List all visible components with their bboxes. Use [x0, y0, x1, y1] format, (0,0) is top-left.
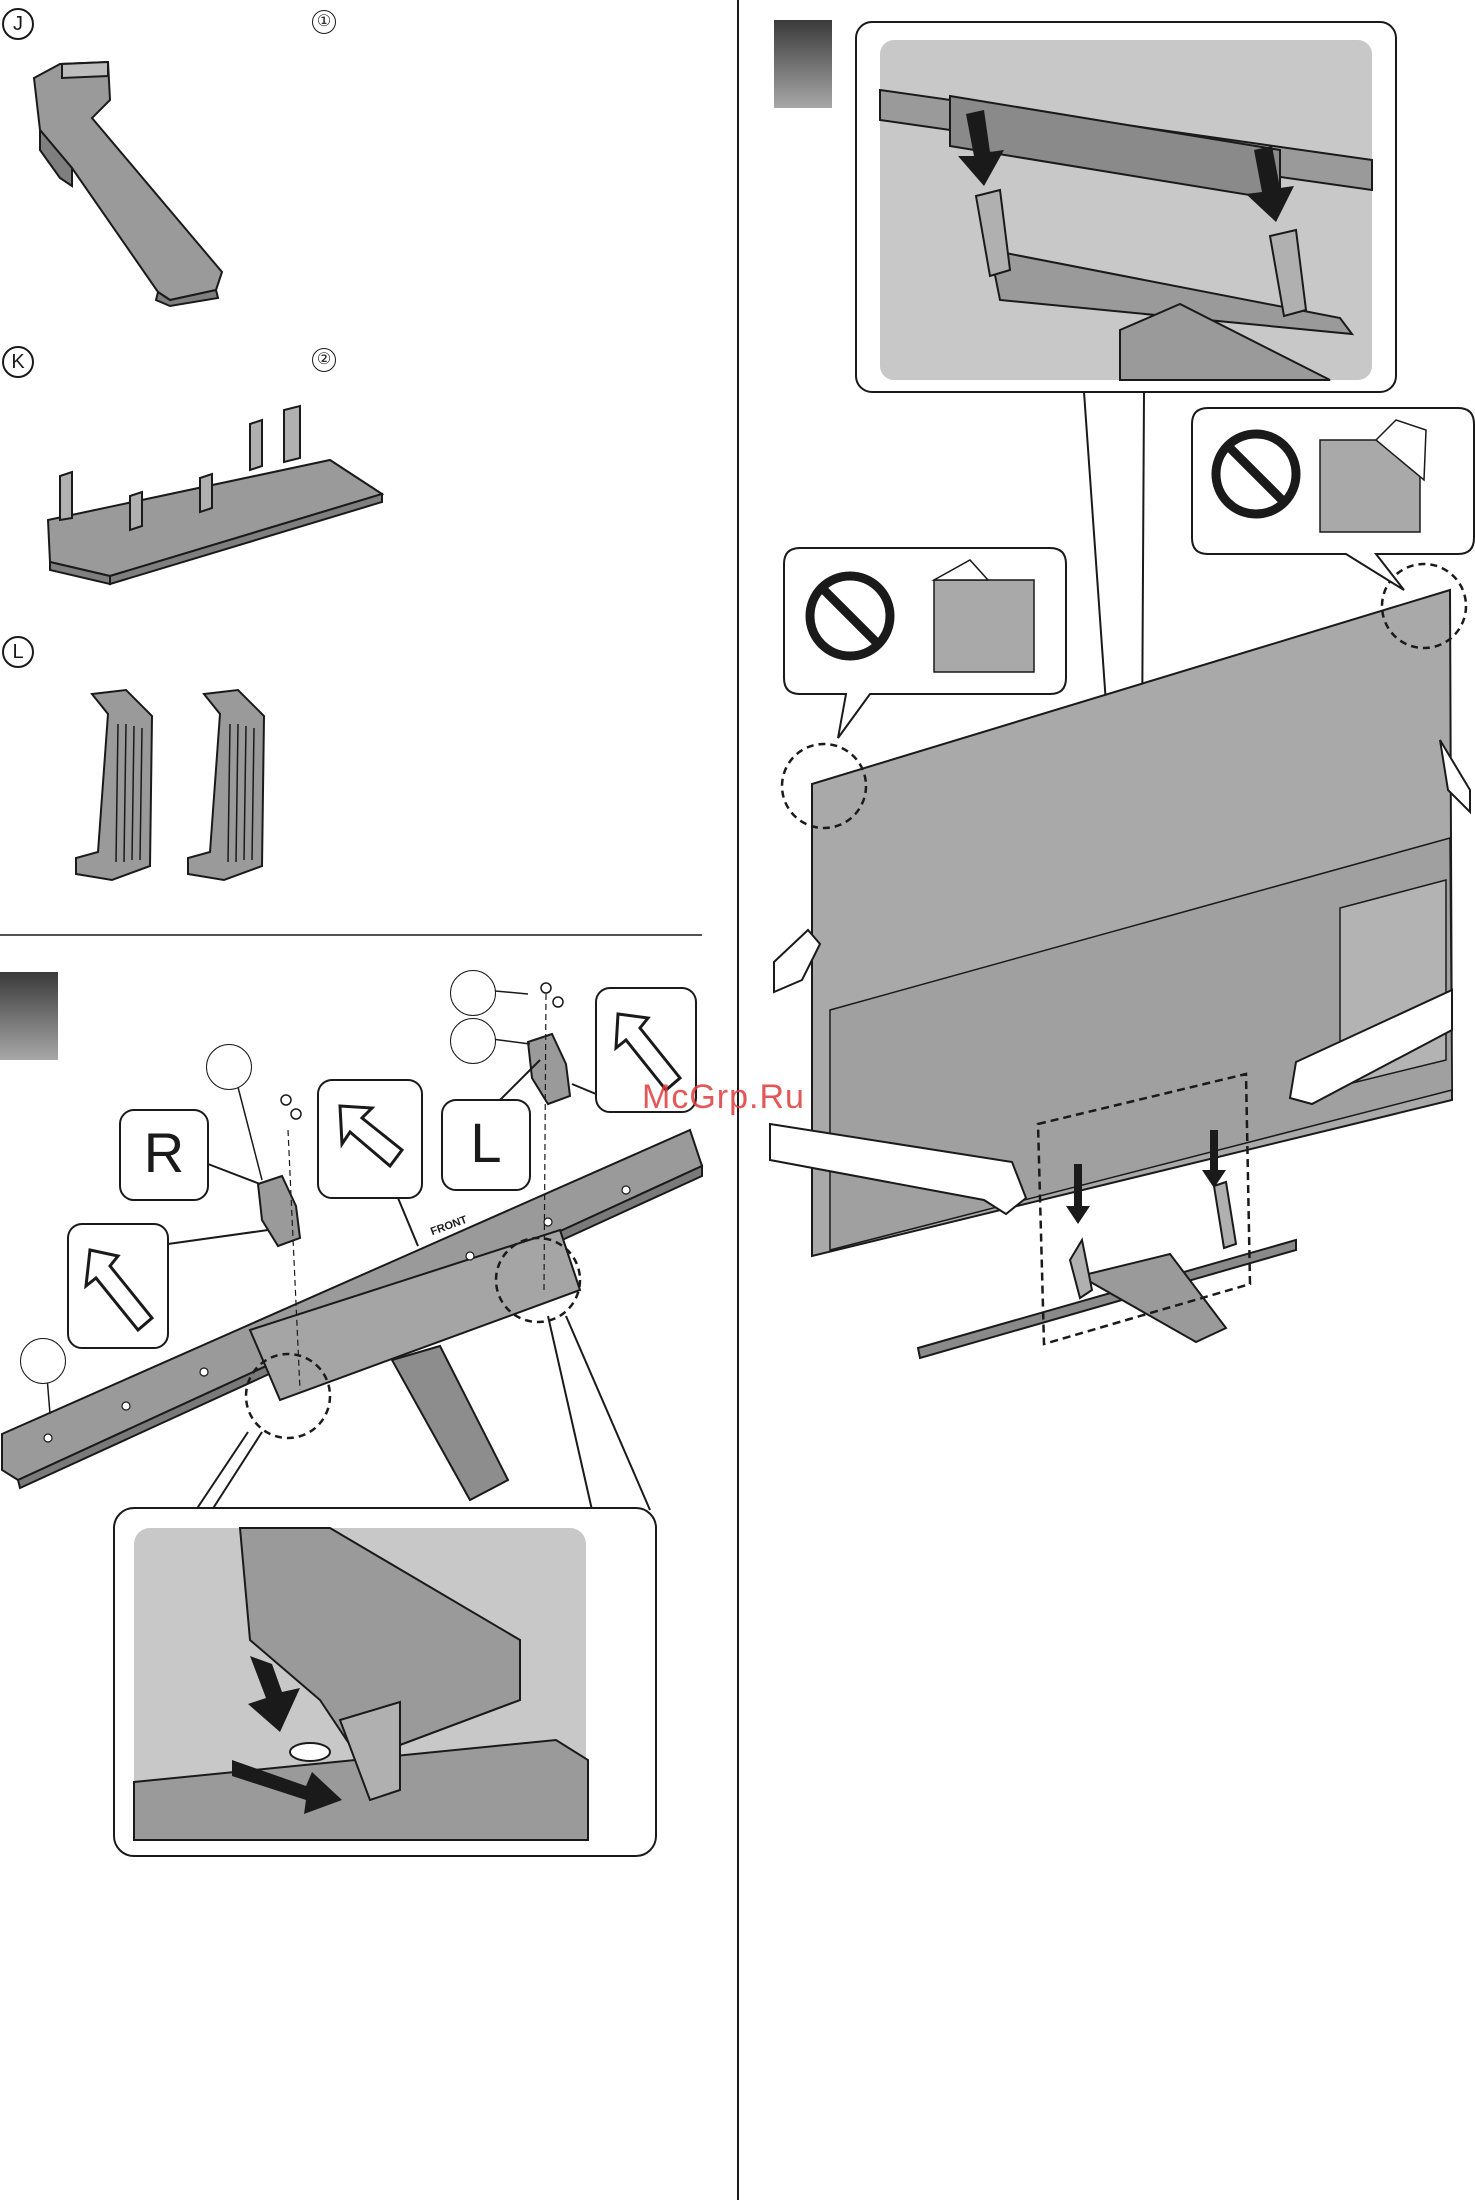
watermark-text: McGrp.Ru [642, 1078, 805, 1117]
